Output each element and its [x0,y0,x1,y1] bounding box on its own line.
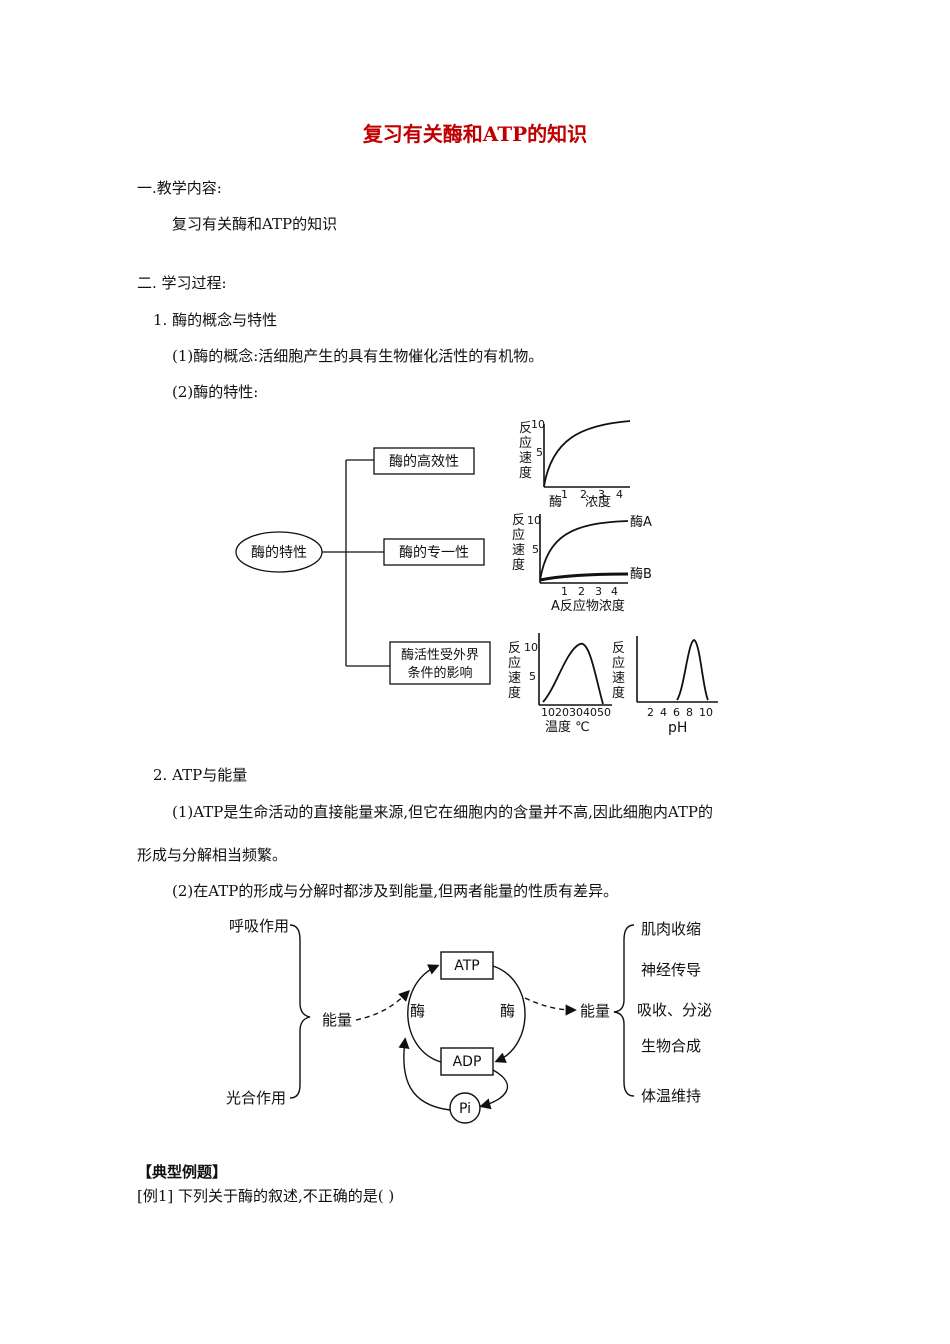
ylabel-3-2: 速 [508,671,521,686]
atp-label: ATP [454,958,479,974]
xtick-2-4: 4 [611,585,618,598]
pi-label: Pi [459,1101,471,1117]
examples-heading: 【典型例题】 [137,1163,228,1181]
xticks-3: 1020304050 [541,706,611,719]
right-brace [613,924,635,1097]
branch-env-label-2: 条件的影响 [407,665,472,681]
xlabel-2: A反应物浓度 [551,598,625,614]
xtick-4-8: 8 [686,706,693,719]
use-absorb: 吸收、分泌 [637,1001,712,1019]
left-bottom-label: 光合作用 [226,1089,286,1107]
xtick-4-2: 2 [647,706,654,719]
graph-enzyme-concentration: 反 应 速 度 10 5 1 2 3 4 酶 浓度 [519,418,631,510]
ylabel-3-1: 应 [508,655,521,671]
enzyme-left-label: 酶 [410,1002,425,1020]
energy-right-label: 能量 [580,1002,610,1020]
xtick-2-3: 3 [595,585,602,598]
xtick-1-4: 4 [616,488,623,501]
series-label-a: 酶A [630,514,652,530]
ylabel-4-1: 应 [612,655,625,671]
section2-heading: 二. 学习过程: [137,274,227,292]
curve-temperature [542,643,604,705]
branch-env-box [389,641,491,685]
page-title: 复习有关酶和ATP的知识 [362,122,588,146]
branch-high-label: 酶的高效性 [389,453,459,470]
ytick-3-5: 5 [529,670,536,683]
curve-enzyme-a [539,520,629,581]
adp-label: ADP [453,1054,482,1070]
ytick-1-5: 5 [536,446,543,459]
energy-out-arrow [524,997,577,1016]
xtick-4-4: 4 [660,706,667,719]
graph-ph: 反 应 速 度 2 4 6 8 10 pH [612,636,718,736]
ylabel-1-1: 应 [519,435,532,451]
xlabel-4: pH [668,720,687,736]
ytick-1-10: 10 [531,418,545,431]
branch-high-box [373,447,475,475]
hydrolysis-arc [492,965,526,1063]
atp-paragraph2: (2)在ATP的形成与分解时都涉及到能量,但两者能量的性质有差异。 [172,882,619,900]
use-nerve: 神经传导 [641,961,701,979]
ylabel-4-0: 反 [612,641,625,656]
ylabel-4-3: 度 [612,685,625,701]
ylabel-2-1: 应 [512,527,525,543]
synthesis-arc [407,964,442,1063]
xtick-2-2: 2 [578,585,585,598]
use-muscle: 肌肉收缩 [641,920,701,938]
branch-env-label-1: 酶活性受外界 [401,647,479,663]
ytick-3-10: 10 [524,641,538,654]
graph-temperature: 反 应 速 度 10 5 1020304050 温度 ℃ [508,633,612,735]
xlabel-3: 温度 ℃ [545,719,590,735]
atp-paragraph1-line2: 形成与分解相当频繁。 [137,846,288,864]
xtick-1-1: 1 [561,488,568,501]
ylabel-4-2: 速 [612,671,625,686]
section1-heading: 一.教学内容: [137,179,222,197]
energy-left-label: 能量 [322,1011,352,1029]
xlabel-1-a: 酶 [549,494,562,510]
left-top-label: 呼吸作用 [229,917,289,935]
ylabel-1-3: 度 [519,465,532,481]
xlabel-1-b: 浓度 [585,494,611,510]
pi-in-arc [398,1037,451,1111]
ylabel-1-2: 速 [519,451,532,466]
atp-paragraph1-line1: (1)ATP是生命活动的直接能量来源,但它在细胞内的含量并不高,因此细胞内ATP… [172,803,714,821]
curve-enzyme-b [539,572,629,582]
branch-specific-box [383,538,485,566]
ylabel-3-3: 度 [508,685,521,701]
enzyme-concept: (1)酶的概念:活细胞产生的具有生物催化活性的有机物。 [172,347,544,365]
pi-out-arc [479,1069,508,1110]
ylabel-2-0: 反 [512,513,525,528]
graph-substrate-concentration: 反 应 速 度 10 5 酶A 酶B 1 2 3 4 A反应物浓度 [512,513,652,614]
xtick-1-3: 3 [598,488,605,501]
atp-box [440,951,494,980]
energy-in-arrow [355,990,410,1021]
series-label-b: 酶B [630,566,652,582]
item2-heading: 2. ATP与能量 [153,766,248,784]
item1-heading: 1. 酶的概念与特性 [153,311,278,329]
xtick-4-6: 6 [673,706,680,719]
example-question-1: [例1] 下列关于酶的叙述,不正确的是( ) [137,1187,395,1205]
ylabel-2-3: 度 [512,557,525,573]
use-body-temp: 体温维持 [641,1087,701,1105]
ylabel-3-0: 反 [508,641,521,656]
curve-ph [676,639,709,701]
section1-content: 复习有关酶和ATP的知识 [172,215,338,233]
curve-enzyme-conc [543,420,631,487]
xtick-2-1: 1 [561,585,568,598]
left-brace [289,924,311,1099]
xtick-4-10: 10 [699,706,713,719]
enzyme-right-label: 酶 [500,1002,515,1020]
ytick-2-10: 10 [527,514,541,527]
ytick-2-5: 5 [532,543,539,556]
ylabel-1-0: 反 [519,421,532,436]
root-label: 酶的特性 [251,545,307,561]
use-biosynthesis: 生物合成 [641,1037,701,1055]
enzyme-properties: (2)酶的特性: [172,383,259,401]
ylabel-2-2: 速 [512,543,525,558]
xtick-1-2: 2 [580,488,587,501]
branch-specific-label: 酶的专一性 [399,545,469,561]
